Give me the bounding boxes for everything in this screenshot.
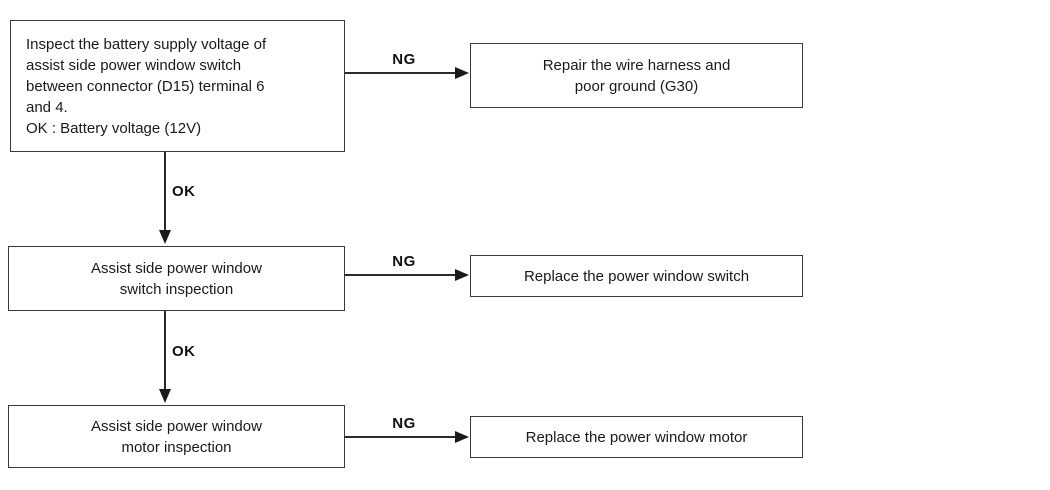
box-text-line: between connector (D15) terminal 6 [26,78,265,95]
arrow-right-icon [455,431,469,443]
box-text-line: assist side power window switch [26,57,242,74]
flowchart-box-motor-inspection: Assist side power window motor inspectio… [8,405,345,468]
box-text-line: poor ground (G30) [574,77,699,95]
box-text-line: motor inspection [121,438,232,456]
flowchart-box-replace-motor: Replace the power window motor [470,416,803,458]
box-text-line: Replace the power window motor [525,428,748,446]
ng-connector-line-1 [345,72,456,74]
ok-label-2: OK [172,343,196,360]
box-text-line: Assist side power window [91,417,262,435]
arrow-down-icon [159,389,171,403]
ng-connector-line-2 [345,274,456,276]
box-text-line: and 4. [26,99,68,116]
ng-label-2: NG [392,253,416,270]
ng-connector-line-3 [345,436,456,438]
box-text-line: Replace the power window switch [523,267,750,285]
arrow-right-icon [455,269,469,281]
arrow-right-icon [455,67,469,79]
ok-connector-line-2 [164,311,166,390]
ng-label-1: NG [392,51,416,68]
box-text-line: OK : Battery voltage (12V) [26,120,202,137]
ng-label-3: NG [392,415,416,432]
box-text-line: Repair the wire harness and [542,56,731,74]
flowchart-box-switch-inspection: Assist side power window switch inspecti… [8,246,345,311]
box-text-line: switch inspection [119,280,234,298]
flowchart-box-repair-wire-harness: Repair the wire harness and poor ground … [470,43,803,108]
ok-label-1: OK [172,183,196,200]
arrow-down-icon [159,230,171,244]
box-text-line: Assist side power window [91,259,262,277]
ok-connector-line-1 [164,152,166,231]
flowchart-box-replace-switch: Replace the power window switch [470,255,803,297]
box-text-line: Inspect the battery supply voltage of [26,36,267,53]
flowchart-box-battery-voltage-inspection: Inspect the battery supply voltage of as… [10,20,345,152]
